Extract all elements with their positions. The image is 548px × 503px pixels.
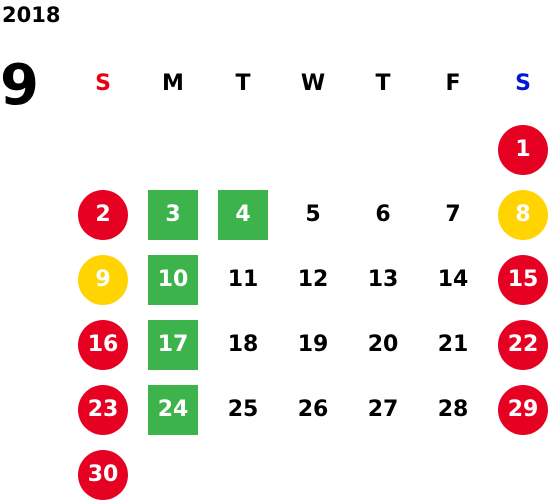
day-cell[interactable]: 14 (418, 252, 488, 308)
calendar-grid: S M T W T F S 1 2 3 4 5 6 7 8 9 10 11 12… (68, 60, 548, 503)
day-cell[interactable]: 9 (68, 252, 138, 308)
day-2[interactable]: 2 (78, 190, 128, 240)
day-cell[interactable]: 11 (208, 252, 278, 308)
day-9[interactable]: 9 (78, 255, 128, 305)
weekday-sat: S (515, 71, 531, 96)
day-25[interactable]: 25 (227, 397, 259, 422)
day-cell[interactable]: 8 (488, 187, 548, 243)
day-29[interactable]: 29 (498, 385, 548, 435)
day-20[interactable]: 20 (367, 332, 399, 357)
day-10[interactable]: 10 (148, 255, 198, 305)
day-cell[interactable]: 20 (348, 317, 418, 373)
day-3[interactable]: 3 (148, 190, 198, 240)
day-cell[interactable]: 3 (138, 187, 208, 243)
weekday-wed: W (300, 71, 326, 96)
day-6[interactable]: 6 (375, 202, 391, 227)
day-cell[interactable]: 12 (278, 252, 348, 308)
day-17[interactable]: 17 (148, 320, 198, 370)
day-16[interactable]: 16 (78, 320, 128, 370)
year-label: 2018 (2, 3, 61, 27)
day-cell[interactable]: 13 (348, 252, 418, 308)
day-14[interactable]: 14 (437, 267, 469, 292)
day-8[interactable]: 8 (498, 190, 548, 240)
day-cell[interactable]: 28 (418, 382, 488, 438)
weekday-fri: F (445, 71, 461, 96)
day-27[interactable]: 27 (367, 397, 399, 422)
month-number: 9 (0, 53, 39, 118)
day-22[interactable]: 22 (498, 320, 548, 370)
day-cell[interactable]: 23 (68, 382, 138, 438)
weekday-thu: T (375, 71, 391, 96)
day-cell[interactable]: 6 (348, 187, 418, 243)
day-5[interactable]: 5 (305, 202, 321, 227)
day-cell[interactable]: 5 (278, 187, 348, 243)
day-15[interactable]: 15 (498, 255, 548, 305)
day-cell[interactable]: 2 (68, 187, 138, 243)
weekday-sun: S (95, 71, 111, 96)
day-11[interactable]: 11 (227, 267, 259, 292)
day-4[interactable]: 4 (218, 190, 268, 240)
day-cell[interactable]: 24 (138, 382, 208, 438)
day-cell[interactable]: 16 (68, 317, 138, 373)
day-21[interactable]: 21 (437, 332, 469, 357)
day-cell[interactable]: 29 (488, 382, 548, 438)
day-cell[interactable]: 19 (278, 317, 348, 373)
day-30[interactable]: 30 (78, 450, 128, 500)
day-cell[interactable]: 17 (138, 317, 208, 373)
weekday-tue: T (235, 71, 251, 96)
day-cell[interactable]: 27 (348, 382, 418, 438)
day-12[interactable]: 12 (297, 267, 329, 292)
day-26[interactable]: 26 (297, 397, 329, 422)
day-cell[interactable]: 21 (418, 317, 488, 373)
day-23[interactable]: 23 (78, 385, 128, 435)
day-24[interactable]: 24 (148, 385, 198, 435)
day-cell[interactable]: 4 (208, 187, 278, 243)
day-cell[interactable]: 7 (418, 187, 488, 243)
weekday-mon: M (162, 71, 184, 96)
day-28[interactable]: 28 (437, 397, 469, 422)
day-cell[interactable]: 26 (278, 382, 348, 438)
day-cell[interactable]: 1 (488, 122, 548, 178)
day-cell[interactable]: 15 (488, 252, 548, 308)
day-cell[interactable]: 22 (488, 317, 548, 373)
day-19[interactable]: 19 (297, 332, 329, 357)
day-cell[interactable]: 30 (68, 447, 138, 503)
day-1[interactable]: 1 (498, 125, 548, 175)
day-cell[interactable]: 10 (138, 252, 208, 308)
day-18[interactable]: 18 (227, 332, 259, 357)
day-7[interactable]: 7 (445, 202, 461, 227)
day-13[interactable]: 13 (367, 267, 399, 292)
day-cell[interactable]: 18 (208, 317, 278, 373)
day-cell[interactable]: 25 (208, 382, 278, 438)
